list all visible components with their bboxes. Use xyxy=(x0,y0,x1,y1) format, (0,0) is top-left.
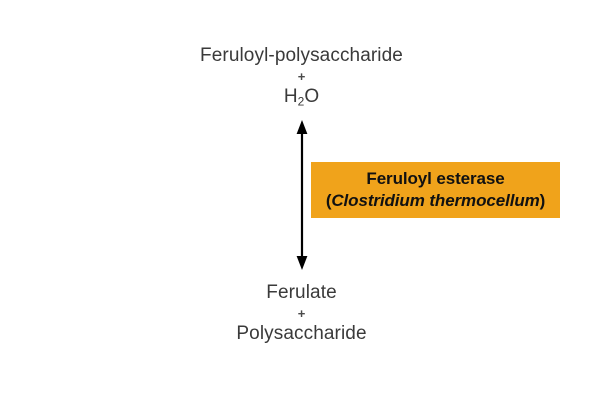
arrowhead-up xyxy=(296,120,308,134)
cofactor-element-oxygen: O xyxy=(304,86,320,107)
product-plus-sign: + xyxy=(297,306,306,321)
substrates-group: Feruloyl-polysaccharide + H2O xyxy=(0,44,600,109)
enzyme-name-label: Feruloyl esterase xyxy=(366,169,505,188)
enzyme-organism-label: (Clostridium thermocellum) xyxy=(326,190,545,212)
cofactor-subscript-two: 2 xyxy=(297,94,305,109)
arrowhead-down xyxy=(296,256,308,270)
cofactor-element-hydrogen: H xyxy=(283,86,298,107)
substrate-cofactor-formula: H2O xyxy=(0,85,600,109)
substrate-plus-sign: + xyxy=(297,69,306,84)
product-primary-label: Ferulate xyxy=(266,282,337,303)
enzyme-callout-box: Feruloyl esterase (Clostridium thermocel… xyxy=(311,162,560,218)
substrate-primary-label: Feruloyl-polysaccharide xyxy=(200,45,403,66)
product-secondary-label: Polysaccharide xyxy=(236,323,367,344)
organism-species-name: Clostridium thermocellum xyxy=(331,191,540,210)
organism-open-paren: ( xyxy=(325,191,332,210)
double-headed-arrow-icon xyxy=(296,120,308,270)
organism-close-paren: ) xyxy=(539,191,546,210)
products-group: Ferulate + Polysaccharide xyxy=(0,281,600,346)
